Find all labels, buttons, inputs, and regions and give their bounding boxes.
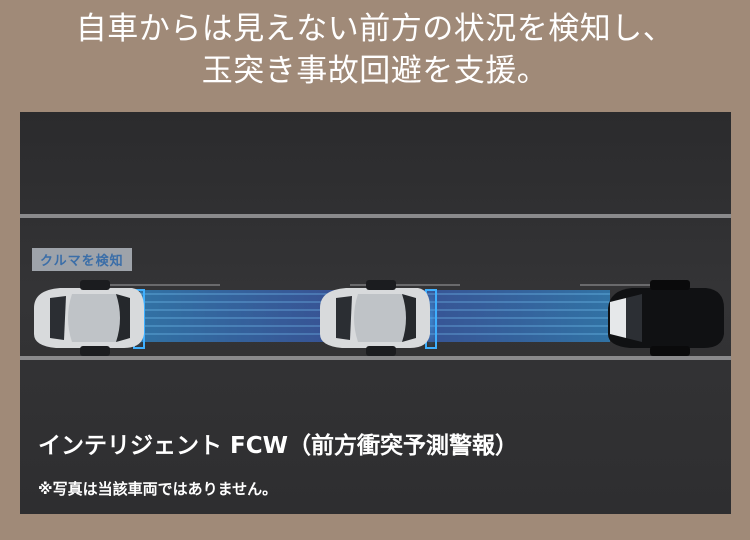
- headline: 自車からは見えない前方の状況を検知し、 玉突き事故回避を支援。: [0, 8, 750, 92]
- lane-line-top: [20, 214, 731, 218]
- detect-label: クルマを検知: [32, 248, 132, 271]
- headline-line-2: 玉突き事故回避を支援。: [201, 53, 549, 89]
- road-illustration: [20, 214, 731, 360]
- front-car: [320, 280, 430, 356]
- lane-dash: [350, 284, 460, 286]
- road-scene: クルマを検知 インテリジェント FCW（前方衝突予測警報） ※写真は当該車両では…: [20, 112, 731, 514]
- headline-line-1: 自車からは見えない前方の状況を検知し、: [75, 11, 675, 47]
- lane-dash: [110, 284, 220, 286]
- own-car: [34, 280, 144, 356]
- feature-title: インテリジェント FCW（前方衝突予測警報）: [38, 433, 518, 459]
- lane-line-bottom: [20, 356, 731, 360]
- lane-dash: [580, 284, 690, 286]
- far-car: [608, 280, 724, 356]
- photo-disclaimer: ※写真は当該車両ではありません。: [38, 480, 278, 498]
